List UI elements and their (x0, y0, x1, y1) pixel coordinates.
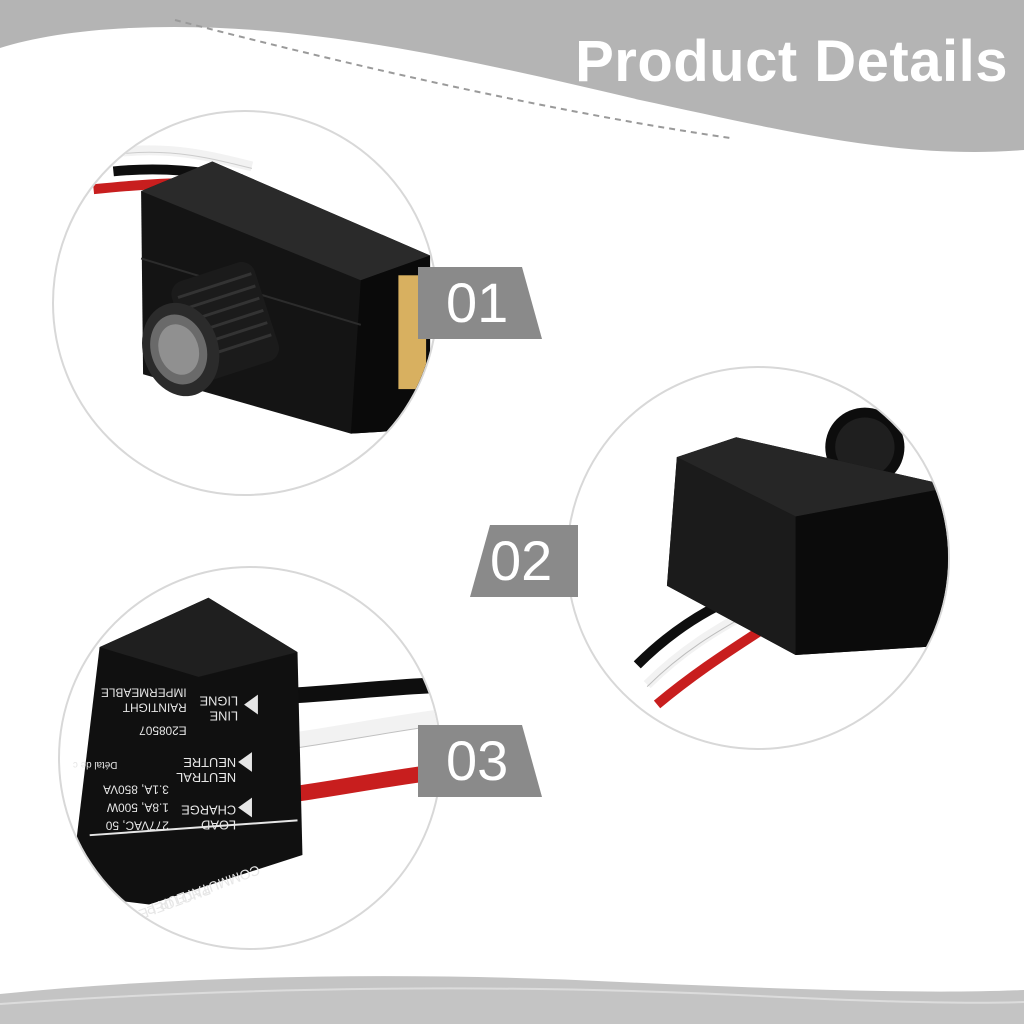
detail-photo-3: LIGNE LINE NEUTRE NEUTRAL CHARGE LOAD IM… (58, 566, 442, 950)
detail-photo-1 (52, 110, 438, 496)
label-spec-3: E208507 (139, 723, 186, 737)
label-neutral-1: NEUTRE (183, 755, 236, 770)
header-band (0, 0, 1024, 152)
detail-number-tag-2: 02 (470, 525, 578, 597)
label-spec-1: IMPERMEABLE (101, 686, 187, 700)
label-spec-6: 1.8A, 500W (106, 801, 169, 815)
label-spec-7: 277VAC, 50 (105, 818, 168, 832)
label-spec-4: Détal de c (73, 759, 118, 770)
photocell-label-side-icon: LIGNE LINE NEUTRE NEUTRAL CHARGE LOAD IM… (69, 597, 440, 923)
detail-photo-2 (566, 366, 950, 750)
detail-number-tag-1: 01 (418, 267, 542, 339)
label-line-2: LINE (209, 708, 238, 723)
page-title: Product Details (575, 29, 1008, 94)
photocell-lens-icon (93, 145, 431, 434)
footer-band (0, 976, 1024, 1024)
label-load-2: LOAD (201, 817, 236, 832)
detail-number-3: 03 (446, 729, 509, 792)
detail-number-1: 01 (446, 271, 509, 334)
detail-number-tag-3: 03 (418, 725, 542, 797)
detail-number-2: 02 (490, 529, 553, 592)
label-load-1: CHARGE (181, 803, 236, 818)
photocell-wire-side-icon (633, 407, 948, 709)
label-neutral-2: NEUTRAL (176, 770, 236, 785)
label-line-1: LIGNE (199, 694, 238, 709)
label-spec-2: RAINTIGHT (123, 701, 187, 715)
label-spec-5: 3.1A, 850VA (103, 783, 169, 797)
